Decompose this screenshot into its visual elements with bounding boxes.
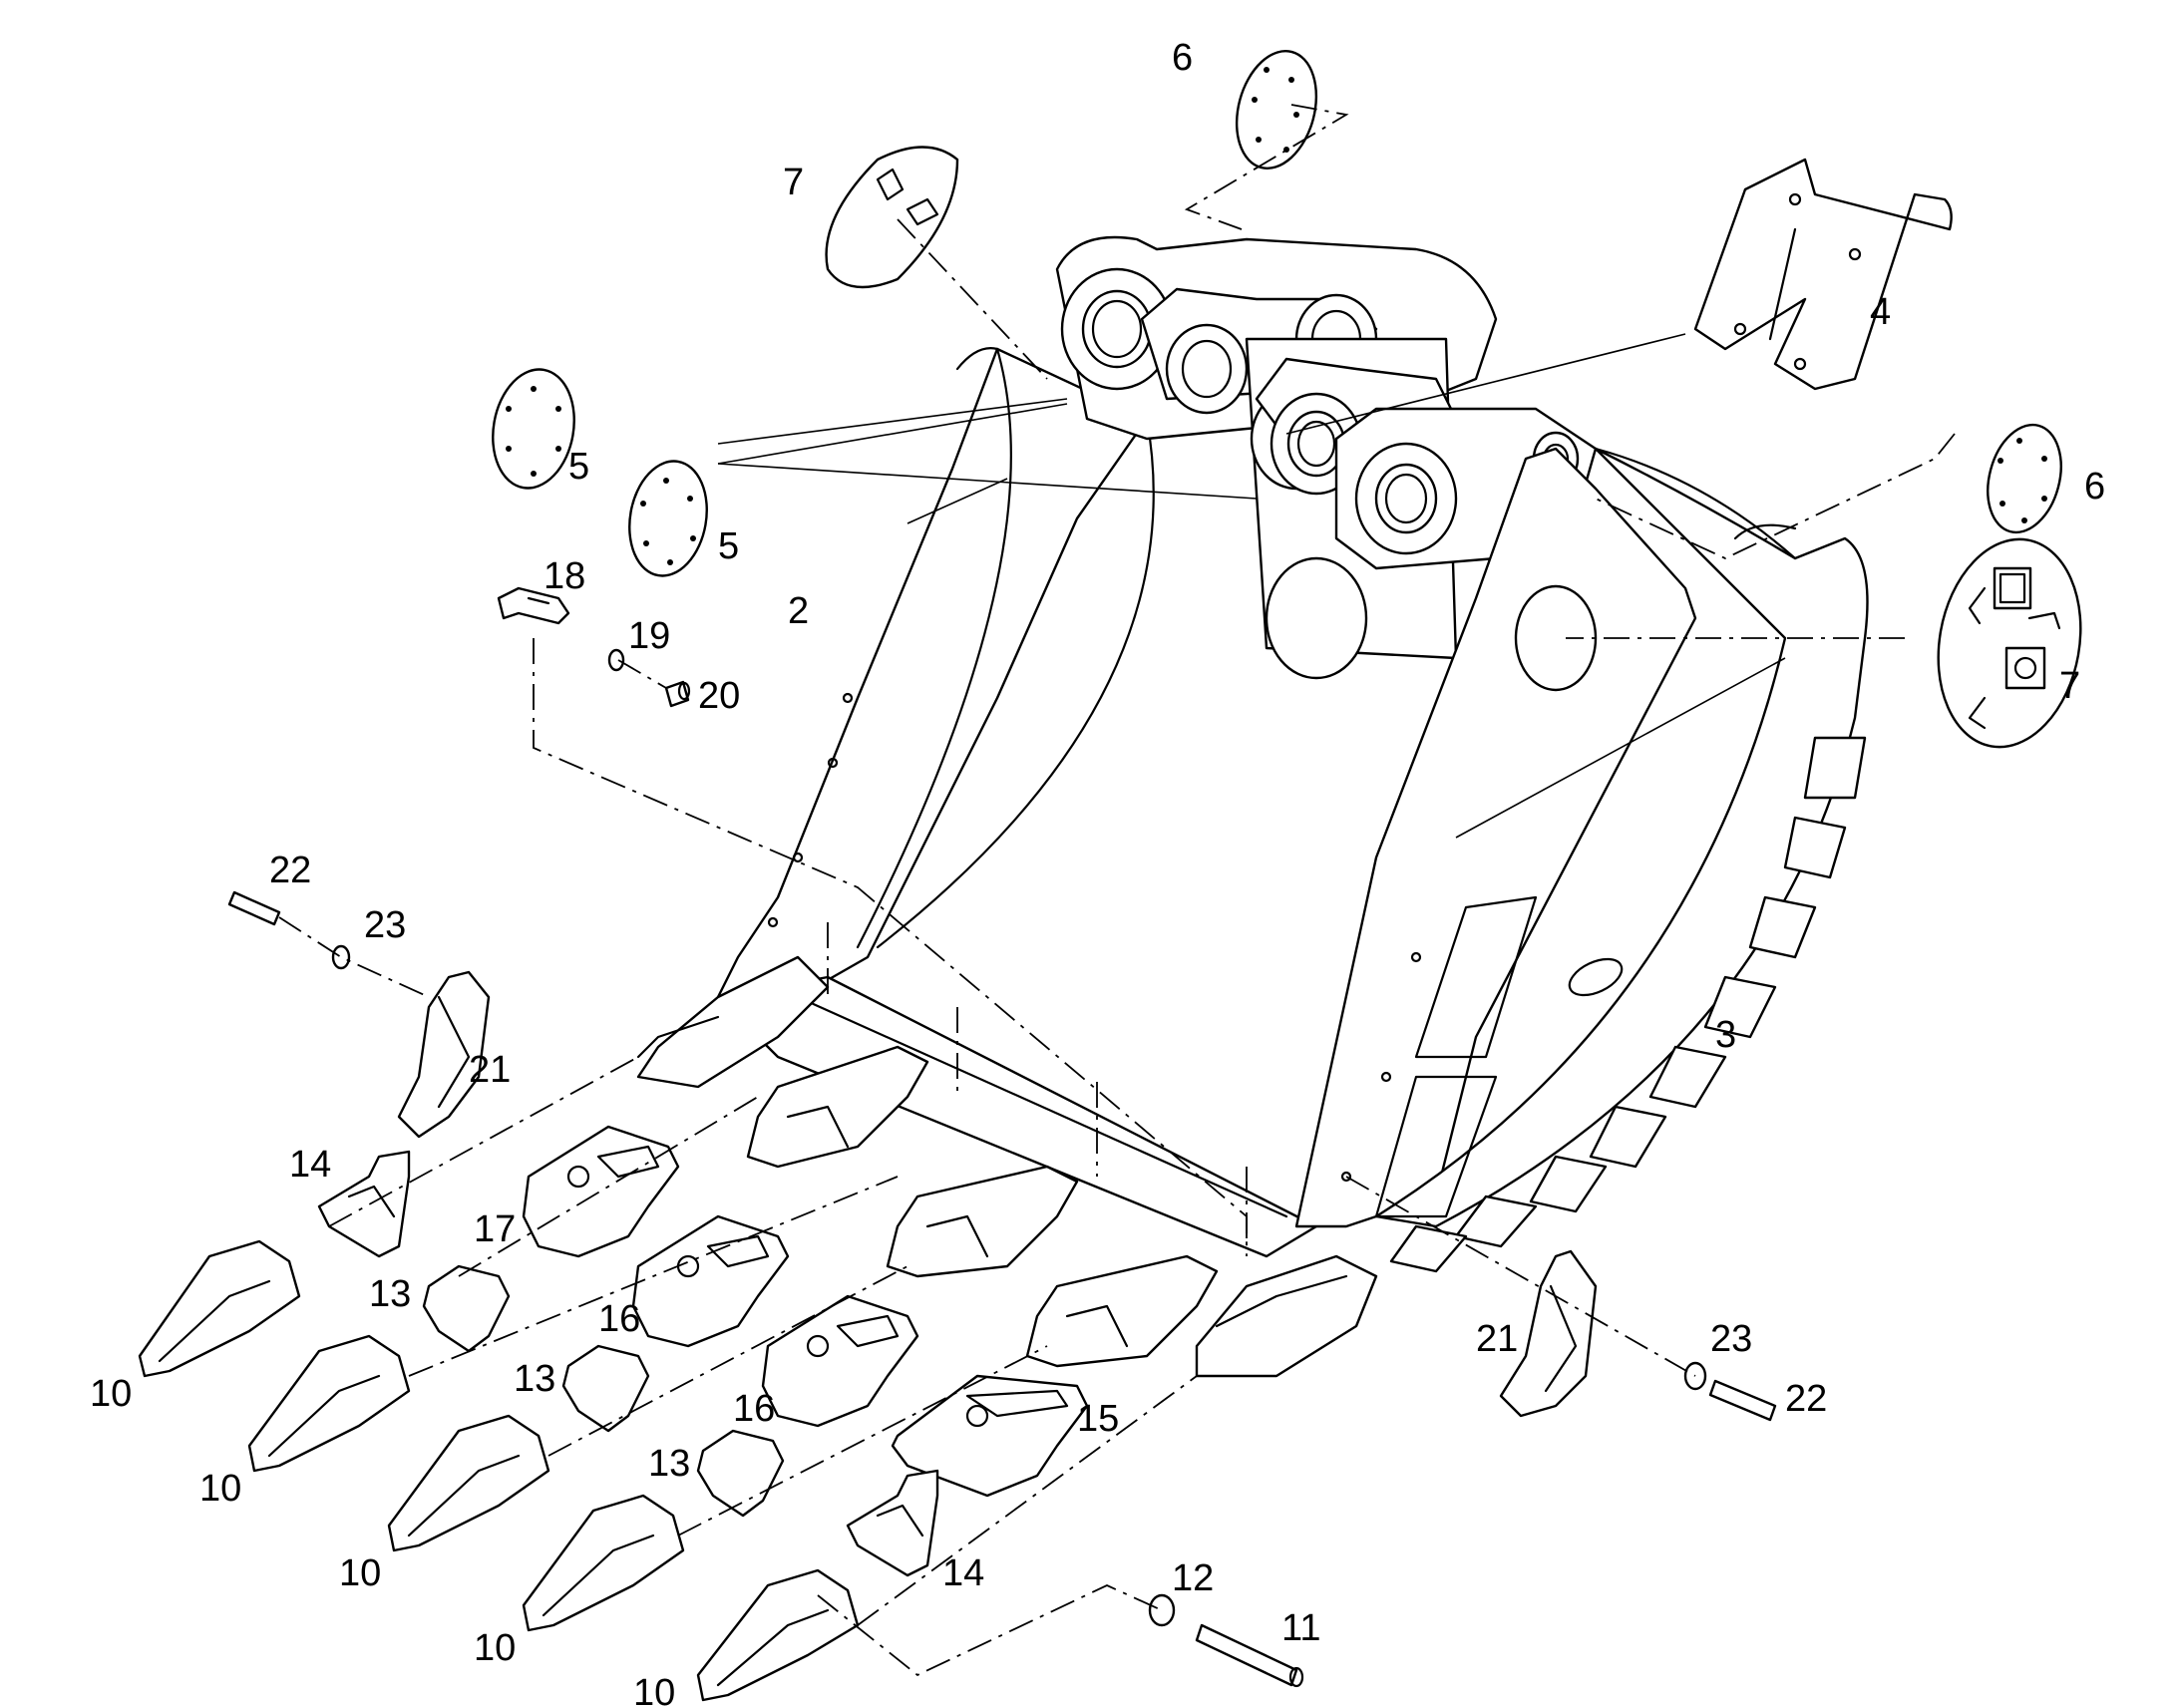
part-13-shroud-a [422, 1264, 511, 1353]
callout-19: 19 [628, 615, 670, 657]
callout-2: 2 [788, 590, 809, 632]
callout-14-right: 14 [942, 1552, 984, 1594]
callout-10-c: 10 [339, 1552, 381, 1594]
callout-6-top: 6 [1172, 37, 1193, 79]
callout-6-right: 6 [2084, 466, 2105, 508]
callout-10-e: 10 [633, 1672, 675, 1708]
callout-5-lower: 5 [718, 525, 739, 567]
callout-23-right: 23 [1710, 1318, 1752, 1360]
callout-22-left: 22 [269, 850, 311, 891]
assembly-lines [278, 104, 1956, 1677]
part-10-tooth-4 [522, 1494, 685, 1632]
callout-15: 15 [1077, 1398, 1119, 1440]
part-16-lip-shroud-upper [631, 1214, 790, 1348]
callout-22-right: 22 [1785, 1378, 1827, 1420]
tooth-adapters [746, 1045, 1219, 1368]
part-7-right-cover [1937, 537, 2082, 749]
part-13-shroud-c [696, 1429, 785, 1518]
callout-21-left: 21 [469, 1049, 511, 1091]
part-16-lip-shroud-lower [761, 1294, 919, 1428]
callout-20: 20 [698, 675, 740, 717]
part-22-pin-left [227, 890, 281, 926]
part-14-shroud-left [317, 1150, 411, 1258]
part-4-plate [1693, 158, 1953, 391]
part-10-tooth-5 [696, 1568, 860, 1702]
part-11-pin [1195, 1623, 1304, 1688]
part-13-shroud-b [561, 1344, 650, 1433]
part-18-bracket [497, 586, 570, 625]
part-7-left-cover [825, 146, 959, 289]
callout-14-left: 14 [289, 1144, 331, 1186]
part-10-tooth-3 [387, 1414, 550, 1552]
callout-11: 11 [1281, 1607, 1320, 1649]
part-10-tooth-1 [138, 1239, 301, 1378]
callout-7-left: 7 [783, 162, 804, 203]
part-15-lip-shroud [891, 1374, 1089, 1498]
leader-lines [717, 333, 1786, 839]
part-21-corner-shroud-right [1499, 1249, 1598, 1418]
part-21-corner-shroud-left [397, 970, 491, 1139]
part-19-washer [607, 648, 625, 672]
callout-16-lower: 16 [733, 1388, 775, 1430]
callouts: 6 7 4 5 5 6 7 2 3 18 19 20 22 23 21 14 1… [90, 37, 2105, 1708]
side-cutter-segments [1389, 736, 1867, 1273]
part-20-bolt [664, 680, 691, 708]
callout-16-upper: 16 [598, 1298, 640, 1340]
part-14-shroud-right [846, 1469, 939, 1577]
part-10-tooth-2 [247, 1334, 411, 1473]
callout-4: 4 [1870, 291, 1891, 333]
part-23-retainer-left [331, 944, 351, 970]
part-6-top-cover [1235, 50, 1318, 170]
callout-13-b: 13 [514, 1358, 555, 1400]
callout-5-upper: 5 [568, 446, 589, 488]
callout-10-a: 10 [90, 1373, 132, 1415]
callout-3: 3 [1715, 1014, 1736, 1056]
part-5-cover-lower [628, 460, 708, 577]
part-6-right-cover [1987, 423, 2062, 534]
part-12-retainer [1148, 1593, 1176, 1627]
bucket-body [636, 235, 1869, 1378]
part-5-cover-upper [492, 368, 575, 490]
part-22-pin-right [1708, 1379, 1777, 1422]
callout-23-left: 23 [364, 904, 406, 946]
part-17-lip-shroud [522, 1125, 680, 1258]
callout-18: 18 [544, 555, 585, 597]
callout-10-b: 10 [199, 1468, 241, 1510]
callout-13-c: 13 [648, 1443, 690, 1485]
callout-13-a: 13 [369, 1273, 411, 1315]
callout-7-right: 7 [2059, 665, 2080, 707]
callout-10-d: 10 [474, 1627, 516, 1669]
callout-21-right: 21 [1476, 1318, 1518, 1360]
callout-17: 17 [474, 1208, 516, 1250]
callout-12: 12 [1172, 1557, 1214, 1599]
